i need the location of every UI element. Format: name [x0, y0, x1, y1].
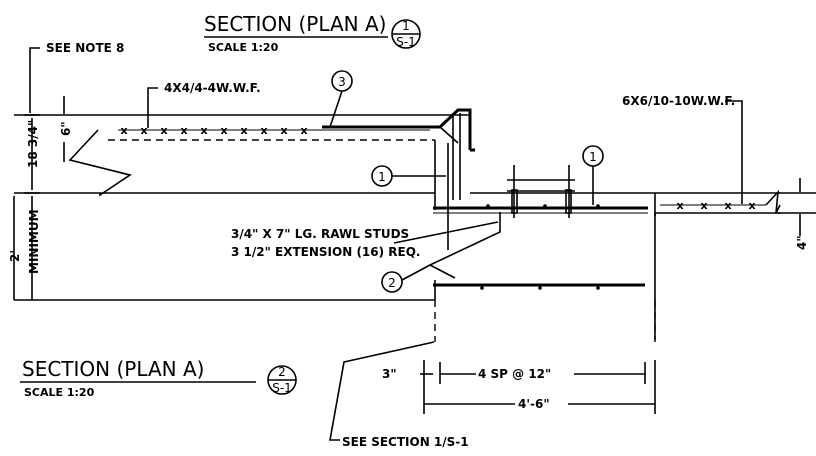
dimensions: 18 3/4" 6" 2' MINIMUM 4" 3" 4 SP @ 12" 4… [8, 96, 809, 414]
scale-label-top: SCALE 1:20 [208, 41, 279, 54]
mesh-top-label: 4X4/4-4W.W.F. [164, 81, 261, 95]
studs-line1: 3/4" X 7" LG. RAWL STUDS [231, 227, 409, 241]
break-line [68, 129, 132, 197]
svg-text:x: x [200, 124, 207, 137]
studs-line2: 3 1/2" EXTENSION (16) REQ. [231, 245, 421, 259]
svg-text:x: x [724, 199, 731, 212]
callout-1-left-label: 1 [378, 170, 386, 184]
dim-6in: 6" [59, 121, 73, 136]
base-plate [433, 165, 648, 218]
dim-3in: 3" [382, 367, 397, 381]
svg-text:x: x [280, 124, 287, 137]
pier-footing [433, 193, 656, 342]
angle-leg [438, 108, 472, 150]
rebar-dot [596, 204, 600, 208]
sheet-ref-bottom: S-1 [272, 381, 292, 395]
svg-text:x: x [220, 124, 227, 137]
mesh-right-leader [725, 100, 743, 204]
left-slab: x x x x x x x x x x [68, 124, 436, 205]
rebar-dot [480, 286, 484, 290]
title-block-top: SECTION (PLAN A) SCALE 1:20 1 S-1 [204, 12, 421, 54]
svg-text:x: x [748, 199, 755, 212]
right-slab: x x x x [660, 189, 781, 214]
rebar-dot [543, 204, 547, 208]
see-section-leader [329, 341, 435, 441]
mesh-top-leader [147, 87, 158, 128]
detail-number-top: 1 [402, 19, 410, 33]
svg-text:x: x [700, 199, 707, 212]
dim-18-3-4: 18 3/4" [26, 120, 40, 168]
svg-text:x: x [140, 124, 147, 137]
svg-text:x: x [676, 199, 683, 212]
dim-4in: 4" [795, 235, 809, 250]
rebar-dot [486, 204, 490, 208]
mesh-marks-top: x x x x x x x x x x [120, 124, 307, 137]
callout-3-leader [329, 90, 343, 128]
detail-number-bottom: 2 [278, 365, 286, 379]
callout-2 [381, 271, 403, 293]
mesh-right-label: 6X6/10-10W.W.F. [622, 94, 735, 108]
dim-2ft: 2' [8, 250, 22, 262]
svg-text:x: x [240, 124, 247, 137]
studs-leader [393, 221, 499, 244]
break-line-right [765, 189, 781, 214]
callouts: 3 1 1 2 [329, 70, 604, 293]
angle-brace [439, 126, 459, 144]
dim-minimum: MINIMUM [27, 209, 41, 274]
callout-1-right-label: 1 [589, 150, 597, 164]
callout-2-label: 2 [388, 276, 396, 290]
see-section-label: SEE SECTION 1/S-1 [342, 435, 469, 449]
title-block-bottom: SECTION (PLAN A) SCALE 1:20 2 S-1 [20, 357, 297, 399]
see-note-label: SEE NOTE 8 [46, 41, 124, 55]
dim-4-6: 4'-6" [518, 397, 550, 411]
svg-text:x: x [120, 124, 127, 137]
svg-text:x: x [180, 124, 187, 137]
callout-3-label: 3 [338, 75, 346, 89]
svg-text:x: x [260, 124, 267, 137]
dim-4sp: 4 SP @ 12" [478, 367, 551, 381]
mesh-marks-right: x x x x [676, 199, 755, 212]
section-title-bottom: SECTION (PLAN A) [22, 357, 204, 381]
svg-text:x: x [160, 124, 167, 137]
scale-label-bottom: SCALE 1:20 [24, 386, 95, 399]
section-title-top: SECTION (PLAN A) [204, 12, 386, 36]
grade-lines [14, 114, 816, 301]
rebar-dot [596, 286, 600, 290]
svg-text:x: x [300, 124, 307, 137]
rebar-dot [538, 286, 542, 290]
see-note-leader [29, 47, 40, 113]
callout-2-leader [401, 212, 501, 281]
notes: SEE NOTE 8 4X4/4-4W.W.F. 6X6/10-10W.W.F.… [29, 41, 743, 449]
sheet-ref-top: S-1 [396, 35, 416, 49]
callout-2-leader-b [429, 264, 456, 279]
